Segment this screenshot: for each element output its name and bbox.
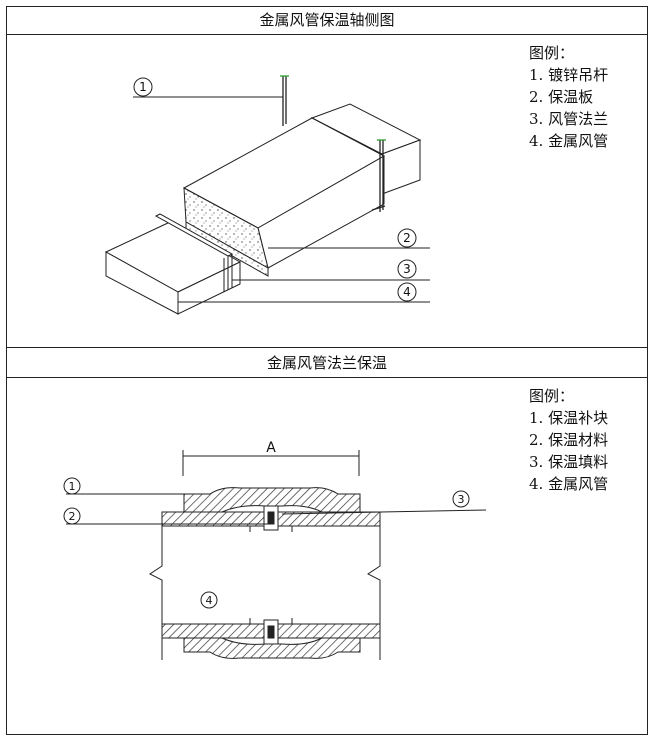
top-legend-item-2: 2. 保温板 (529, 88, 594, 106)
callout-3-circle-top (397, 259, 417, 279)
bottom-callout-2: 2 (69, 510, 76, 523)
duct-flange (154, 213, 234, 292)
top-leader-lines (133, 96, 430, 303)
top-callout-1: 1 (139, 80, 147, 94)
bottom-leader-lines (66, 493, 487, 525)
callout-2-circle-bottom (63, 507, 81, 525)
top-section-title: 金属风管保温轴侧图 (259, 11, 395, 29)
callout-1-circle-top (133, 77, 153, 97)
callout-2-circle-top (397, 228, 417, 248)
top-legend-title: 图例： (529, 44, 575, 62)
duct-side-walls (149, 520, 381, 660)
top-callout-3: 3 (403, 262, 411, 276)
top-legend-item-4: 4. 金属风管 (529, 132, 609, 150)
bottom-callout-4: 4 (206, 594, 213, 607)
top-callout-numbers: 1 2 3 4 (139, 80, 411, 299)
top-legend-item-1: 1. 镀锌吊杆 (529, 66, 609, 84)
bottom-legend-item-4: 4. 金属风管 (529, 475, 609, 493)
top-callout-2: 2 (403, 231, 411, 245)
bottom-callout-3: 3 (458, 493, 465, 506)
dimension-a-label: A (266, 440, 276, 456)
galvanized-hanger-rods (280, 75, 386, 212)
bottom-legend: 图例： 1. 保温补块 2. 保温材料 3. 保温填料 4. 金属风管 (529, 385, 608, 495)
flange-joints (249, 505, 293, 645)
bottom-legend-item-1: 1. 保温补块 (529, 409, 609, 427)
bottom-legend-item-3: 3. 保温填料 (529, 453, 609, 471)
bottom-legend-title: 图例： (529, 387, 575, 405)
title-divider-bottom (6, 377, 648, 378)
drawing-frame (6, 6, 648, 735)
top-legend: 图例： 1. 镀锌吊杆 2. 保温板 3. 风管法兰 4. 金属风管 (529, 42, 608, 152)
isometric-duct-drawing (104, 75, 430, 315)
callout-1-circle-bottom (63, 477, 81, 495)
callout-4-circle-top (397, 282, 417, 302)
flange-section-drawing (63, 450, 487, 660)
callout-4-circle-bottom (200, 591, 218, 609)
top-legend-item-3: 3. 风管法兰 (529, 110, 609, 128)
duct-front-segment (104, 221, 242, 315)
dimension-a (182, 450, 360, 476)
title-divider-top (6, 34, 648, 35)
callout-3-circle-bottom (452, 490, 470, 508)
top-insulation-layer (161, 487, 381, 527)
bottom-legend-item-2: 2. 保温材料 (529, 431, 609, 449)
bottom-callout-1: 1 (69, 480, 76, 493)
insulation-board (182, 117, 386, 277)
bottom-section-title: 金属风管法兰保温 (266, 354, 387, 372)
section-divider (6, 347, 648, 348)
bottom-callout-numbers: 1 2 3 4 (69, 480, 465, 607)
top-callout-4: 4 (403, 285, 411, 299)
